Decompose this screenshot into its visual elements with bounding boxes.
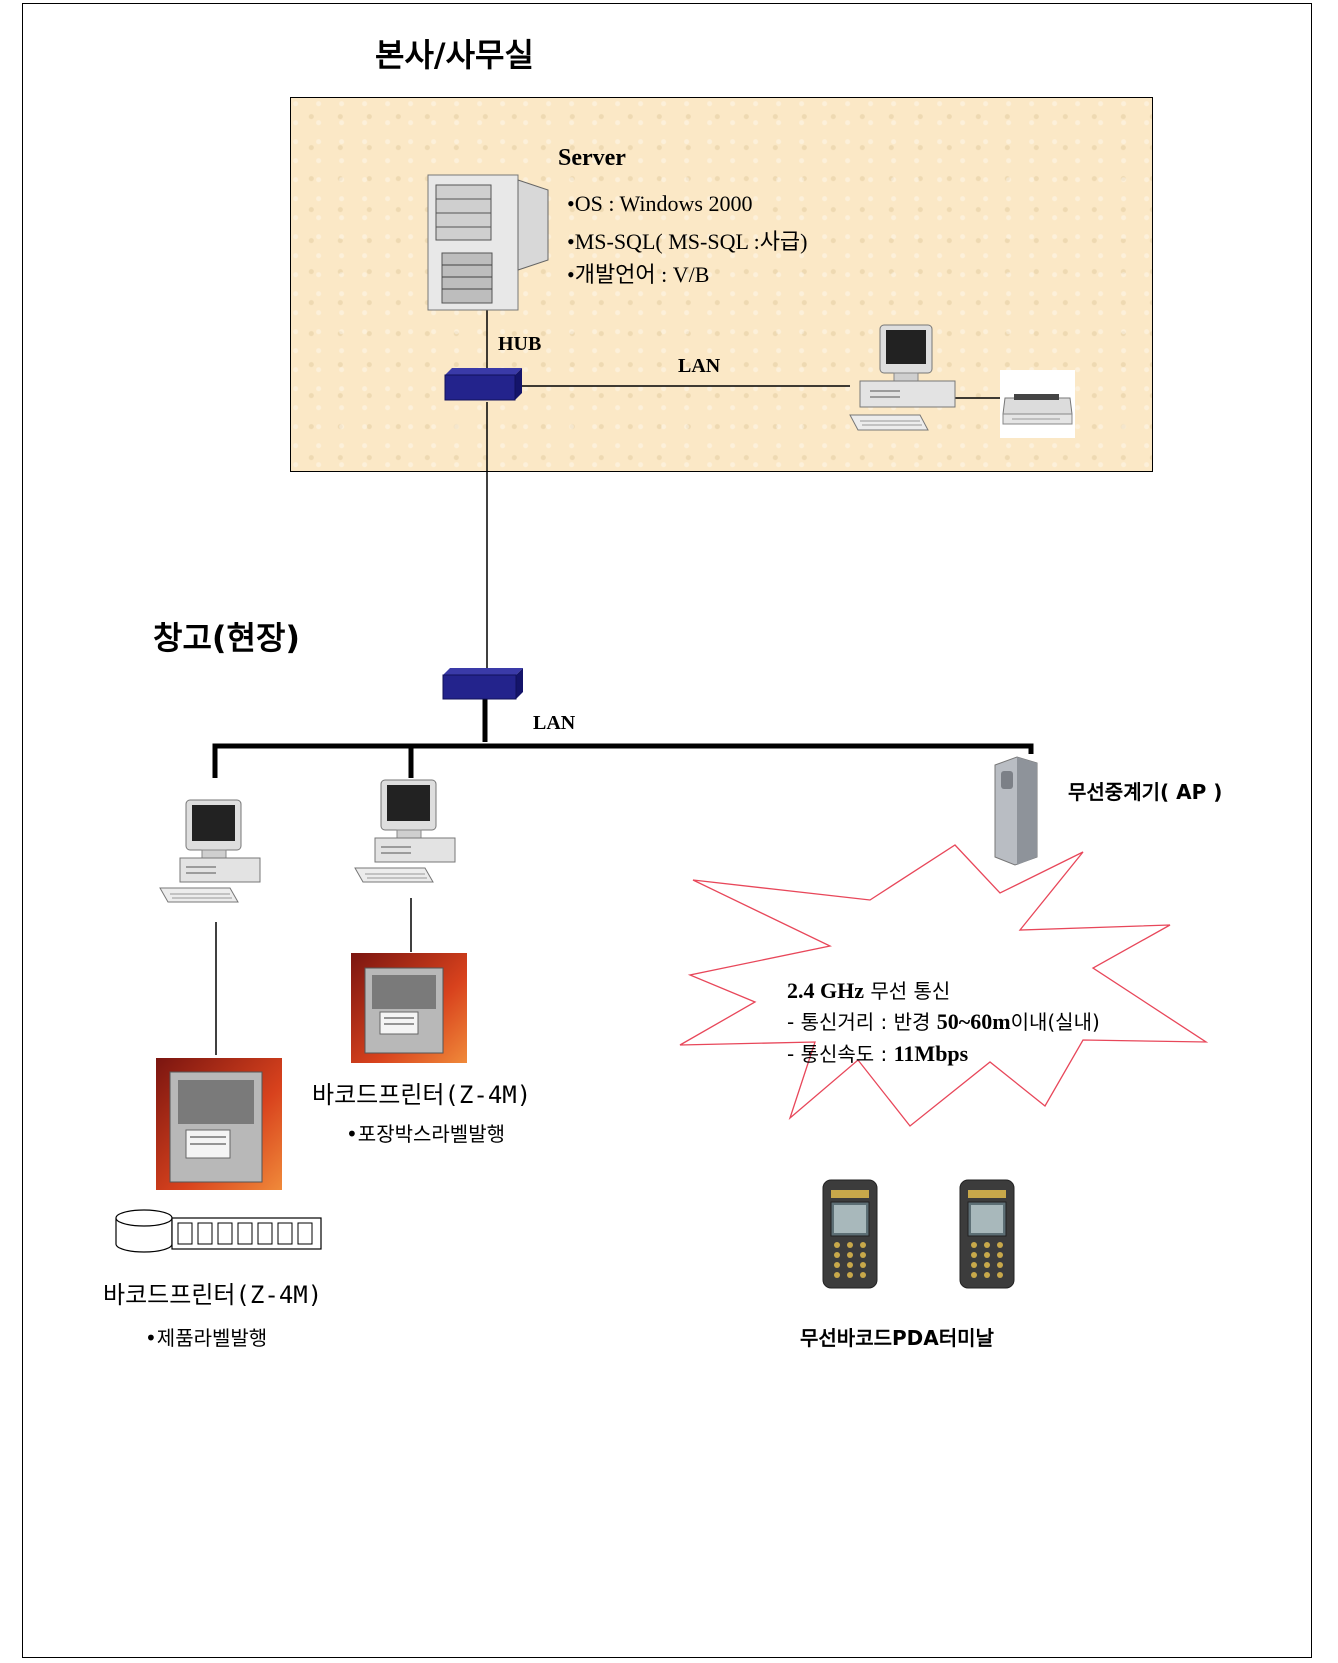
wireless-coverage-shape (679, 844, 1209, 1127)
warehouse-title: 창고(현장) (153, 619, 301, 657)
pda-terminal-2 (959, 1179, 1015, 1289)
packaging-printer-name: 바코드프린터(Z-4M) (312, 1081, 532, 1109)
product-printer-name: 바코드프린터(Z-4M) (103, 1281, 323, 1309)
wireless-range-suffix: 이내(실내) (1010, 1010, 1100, 1034)
page-frame (22, 3, 1312, 1658)
wireless-speed-line: - 통신속도 : 11Mbps (787, 1038, 968, 1067)
warehouse-lan-bus (212, 743, 1034, 778)
headquarters-title: 본사/사무실 (375, 36, 534, 74)
server-spec-os: •OS : Windows 2000 (567, 191, 753, 216)
wireless-range-line: - 통신거리 : 반경 50~60m이내(실내) (787, 1006, 1100, 1035)
wireless-range-value: 50~60m (936, 1009, 1011, 1034)
office-lan-label: LAN (678, 355, 721, 377)
pda-terminal-1 (822, 1179, 878, 1289)
hub-label: HUB (498, 333, 542, 355)
pda-label: 무선바코드PDA터미날 (800, 1326, 994, 1350)
wireless-speed-value: 11Mbps (893, 1041, 969, 1066)
wireless-speed-prefix: - 통신속도 : (787, 1042, 894, 1066)
wireless-range-prefix: - 통신거리 : 반경 (787, 1010, 937, 1034)
server-spec-db: •MS-SQL( MS-SQL :사급) (567, 229, 808, 254)
wireless-frequency-rest: 무선 통신 (864, 979, 951, 1003)
access-point-label: 무선중계기( AP ) (1068, 780, 1223, 804)
product-printer-use: •제품라벨발행 (145, 1326, 268, 1350)
packaging-printer-use: •포장박스라벨발행 (346, 1122, 505, 1146)
server-spec-language: •개발언어 : V/B (567, 262, 710, 287)
wireless-frequency: 2.4 GHz (787, 978, 864, 1003)
warehouse-lan-label: LAN (533, 712, 576, 734)
wireless-frequency-line: 2.4 GHz 무선 통신 (787, 975, 950, 1004)
server-label: Server (558, 145, 626, 171)
